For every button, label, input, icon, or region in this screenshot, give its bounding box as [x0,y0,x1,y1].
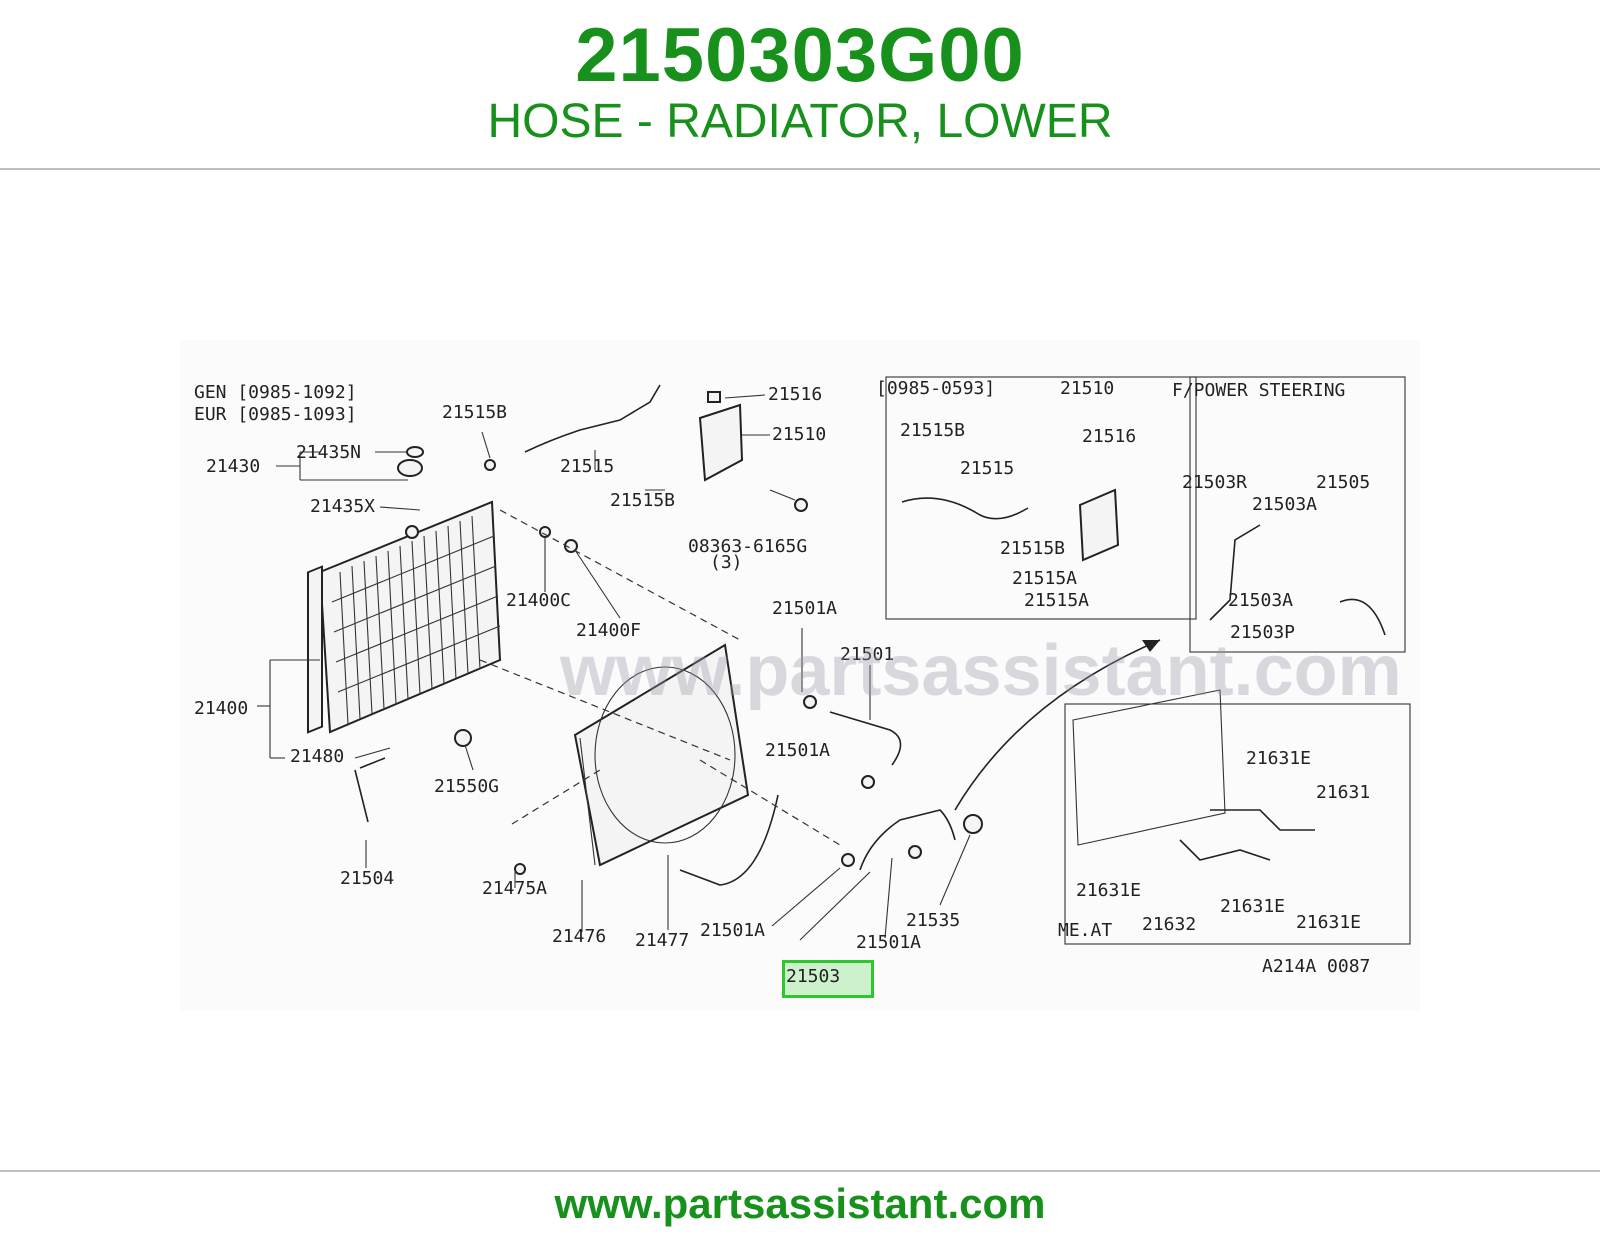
oil-cooler-hose-icon [1210,809,1315,831]
label-a-21516: 21516 [1082,426,1136,447]
part-number: 2150303G00 [575,13,1025,98]
label-21504: 21504 [340,868,394,889]
label-21501a-3: 21501A [700,920,765,941]
label-21477: 21477 [635,930,689,951]
label-c-21631: 21631 [1316,782,1370,803]
label-21475a: 21475A [482,878,547,899]
leader-lines [257,394,971,941]
me-at-radiator-icon [1072,689,1226,846]
label-21400c: 21400C [506,590,571,611]
bolt-icon [514,863,526,875]
label-21430: 21430 [206,456,260,477]
arrow-head-icon [1142,640,1160,652]
label-b-21503a: 21503A [1252,494,1317,515]
label-21510: 21510 [772,424,826,445]
cap-seal-icon [406,446,424,458]
label-c-21631e: 21631E [1246,748,1311,769]
clamp-icon [861,775,875,789]
label-c-21632: 21632 [1142,914,1196,935]
note-eur: EUR [0985-1093] [194,404,357,425]
upper-hose-icon [829,711,902,766]
part-name: HOSE - RADIATOR, LOWER [487,95,1113,148]
washer-icon [539,526,551,538]
label-21501a-2: 21501A [765,740,830,761]
clip-icon [484,459,496,471]
parts-diagram: GEN [0985-1092] EUR [0985-1093] 21515B 2… [180,340,1420,1010]
label-08363: 08363-6165G [688,536,807,557]
label-a-21515b: 21515B [900,420,965,441]
label-c-21631e-4: 21631E [1296,912,1361,933]
band-icon [679,794,779,886]
label-b-21503p: 21503P [1230,622,1295,643]
label-a-21515a: 21515A [1012,568,1077,589]
footer-url-link[interactable]: www.partsassistant.com [554,1180,1046,1227]
clamp-icon [908,845,922,859]
drain-hose-icon [354,757,386,823]
label-21400f: 21400F [576,620,641,641]
arrow-line [954,639,1161,811]
inset-a-date: [0985-0593] [876,378,995,399]
label-b-21505: 21505 [1316,472,1370,493]
highlighted-part-label[interactable]: 21503 [786,966,841,987]
label-21550g: 21550G [434,776,499,797]
label-a-21515a-2: 21515A [1024,590,1089,611]
label-a-21510: 21510 [1060,378,1114,399]
nut-icon [564,539,578,553]
diagram-drawing: GEN [0985-1092] EUR [0985-1093] 21515B 2… [194,376,1411,977]
bolt-icon [794,498,808,512]
label-b-21503r: 21503R [1182,472,1247,493]
filler-neck-icon [405,525,419,539]
footer-divider [0,1170,1600,1172]
label-21515: 21515 [560,456,614,477]
note-s-count: (3) [710,552,743,573]
label-21501: 21501 [840,644,894,665]
lower-hose-icon [859,809,956,871]
label-21515b-2: 21515B [610,490,675,511]
label-21400: 21400 [194,698,248,719]
inset-panel-0985-0593 [885,376,1197,620]
inset-c-title: ME.AT [1058,920,1112,941]
inset-overflow-hose-icon [901,497,1029,520]
label-a-21515b-2: 21515B [1000,538,1065,559]
radiator-cap-icon [397,459,423,477]
header-divider [0,168,1600,170]
inset-reservoir-icon [1078,488,1120,562]
label-c-21631e-3: 21631E [1220,896,1285,917]
label-21480: 21480 [290,746,344,767]
label-21535: 21535 [906,910,960,931]
overflow-hose-icon [524,384,661,453]
label-21515b: 21515B [442,402,507,423]
label-21435n: 21435N [296,442,361,463]
highlighted-part-box[interactable] [782,960,874,998]
ps-hose-icon [1209,524,1261,621]
clamp-icon [841,853,855,867]
ps-hose-2-icon [1339,598,1386,636]
fan-shroud-icon [573,643,750,867]
label-b-21503a-2: 21503A [1228,590,1293,611]
clamp-icon [803,695,817,709]
page-header: 2150303G00 HOSE - RADIATOR, LOWER [0,0,1600,168]
radiator-core [307,500,502,734]
label-21501a-4: 21501A [856,932,921,953]
inset-panel-me-at [1064,703,1411,945]
inset-panel-power-steering [1189,376,1406,653]
inset-b-title: F/POWER STEERING [1172,380,1345,401]
alignment-lines [479,509,841,846]
label-c-21631e-2: 21631E [1076,880,1141,901]
note-gen: GEN [0985-1092] [194,382,357,403]
label-21476: 21476 [552,926,606,947]
label-a-21515: 21515 [960,458,1014,479]
mount-bushing-icon [454,729,472,747]
label-21435x: 21435X [310,496,375,517]
oil-cooler-hose-2-icon [1179,839,1271,861]
reservoir-tank-icon [698,391,744,482]
label-21501a: 21501A [772,598,837,619]
label-21516: 21516 [768,384,822,405]
plug-cap-icon [963,814,983,834]
diagram-code: A214A 0087 [1262,956,1370,977]
